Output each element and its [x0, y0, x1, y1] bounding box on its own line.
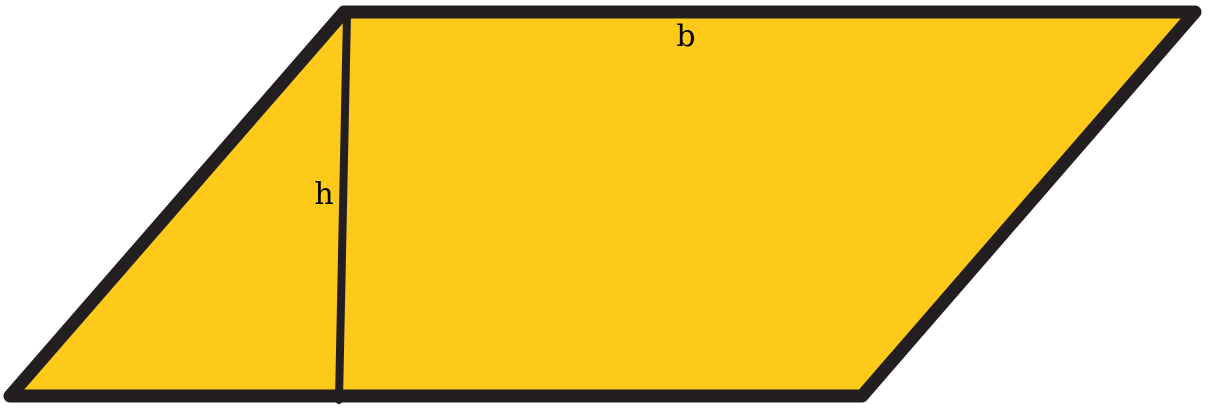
height-label: h — [314, 177, 333, 212]
base-label: b — [676, 19, 695, 54]
height-line — [335, 10, 351, 404]
parallelogram-shape — [3, 5, 1202, 403]
